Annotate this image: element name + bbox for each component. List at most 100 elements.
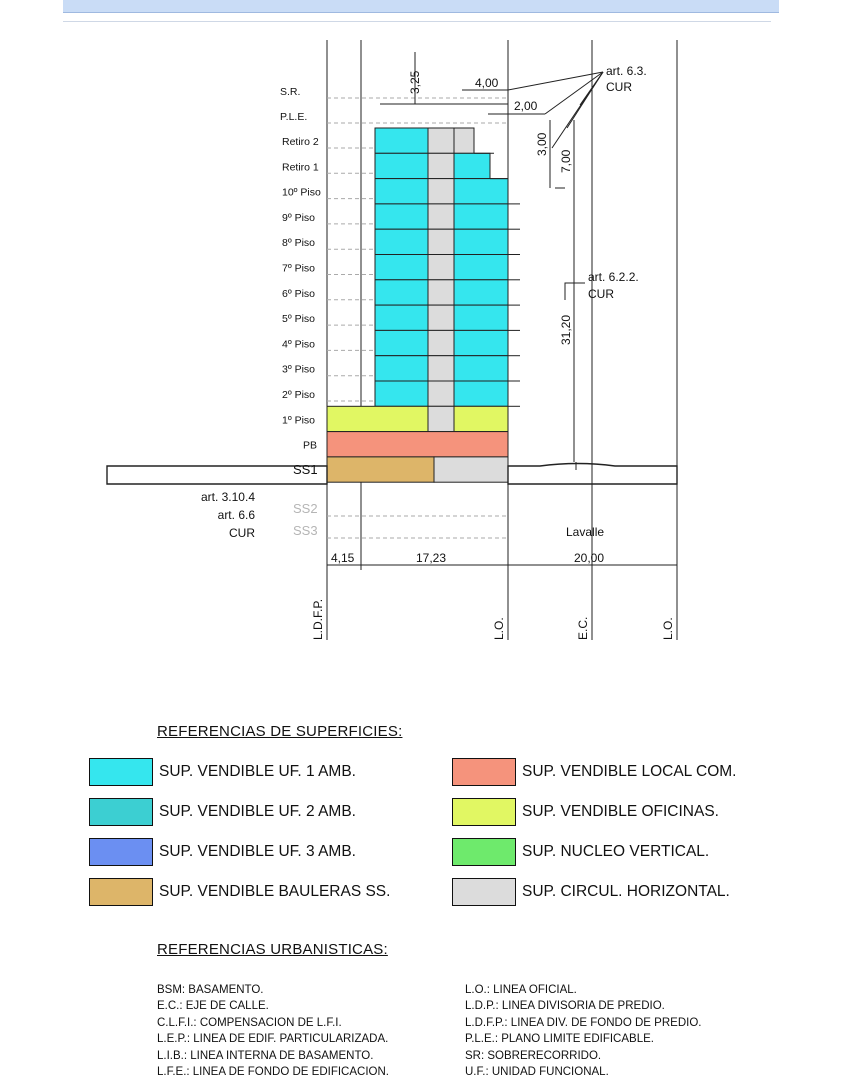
dim-3-25: 3,25 [408,70,422,94]
floor-block [427,405,455,433]
legend-title: REFERENCIAS DE SUPERFICIES: [157,723,403,740]
dim-7-00: 7,00 [559,149,573,173]
floor-block [427,228,455,255]
urban-ref-item: L.I.B.: LINEA INTERNA DE BASAMENTO. [157,1049,374,1062]
note-art-6-6: art. 6.6 [218,508,256,522]
line-label-lo-right: L.O. [661,617,675,640]
legend-label: SUP. VENDIBLE BAULERAS SS. [159,883,391,900]
legend-item-local-com: SUP. VENDIBLE LOCAL COM. [452,757,737,787]
legend-swatch [89,878,153,906]
line-label-lo-left: L.O. [492,617,506,640]
legend-label: SUP. VENDIBLE LOCAL COM. [522,763,737,780]
note-art-6-2-2-cur: CUR [588,287,614,301]
level-label: 7º Piso [282,263,315,275]
level-label: 10º Piso [282,187,321,199]
floor-block [453,178,509,205]
line-label-ldfp: L.D.F.P. [311,599,325,640]
legend-label: SUP. VENDIBLE UF. 3 AMB. [159,843,356,860]
legend-item-uf-1-amb: SUP. VENDIBLE UF. 1 AMB. [89,757,356,787]
legend-item-uf-3-amb: SUP. VENDIBLE UF. 3 AMB. [89,837,356,867]
legend-label: SUP. VENDIBLE UF. 2 AMB. [159,803,356,820]
level-label: SS1 [293,462,318,477]
note-art-3-10-4: art. 3.10.4 [201,490,255,504]
floor-block [326,431,509,458]
floor-block [374,152,429,180]
floor-block [453,405,509,433]
floor-block [453,329,509,357]
legend-swatch [89,798,153,826]
legend-label: SUP. NUCLEO VERTICAL. [522,843,710,860]
floor-block [453,304,509,331]
legend-swatch [452,838,516,866]
urban-ref-item: L.D.F.P.: LINEA DIV. DE FONDO DE PREDIO. [465,1016,702,1029]
legend-item-oficinas: SUP. VENDIBLE OFICINAS. [452,797,719,827]
level-label: 9º Piso [282,212,315,224]
floor-block [427,329,455,357]
floor-block [374,329,429,357]
floor-block [374,178,429,205]
urban-refs-title: REFERENCIAS URBANISTICAS: [157,941,388,958]
floor-block [374,380,429,407]
note-art-6-3: art. 6.3. [606,64,647,78]
urban-ref-item: L.E.P.: LINEA DE EDIF. PARTICULARIZADA. [157,1033,389,1046]
dim-20-00: 20,00 [574,551,604,565]
floor-block [427,380,455,407]
level-label: 6º Piso [282,288,315,300]
urban-refs-right: L.O.: LINEA OFICIAL. L.D.P.: LINEA DIVIS… [465,982,701,1080]
urban-ref-item: BSM: BASAMENTO. [157,984,264,996]
urban-ref-item: E.C.: EJE DE CALLE. [157,1000,269,1013]
ground-slab [106,462,678,485]
floor-block [427,178,455,205]
floor-block [427,203,455,230]
legend-swatch [452,798,516,826]
floor-block [326,405,429,433]
dim-4-00: 4,00 [475,76,499,90]
urban-ref-item: SR: SOBRERECORRIDO. [465,1049,602,1062]
legend-label: SUP. VENDIBLE UF. 1 AMB. [159,763,356,780]
floor-block [427,152,455,180]
level-label-faded: SS2 [293,501,318,516]
floor-block [427,355,455,382]
floor-block [374,127,429,154]
legend-swatch [452,878,516,906]
level-label: 3º Piso [282,364,315,376]
level-label-faded: SS3 [293,523,318,538]
floor-block [374,304,429,331]
note-art-6-3-cur: CUR [606,80,632,94]
floor-block [374,203,429,230]
level-label: P.L.E. [280,111,307,123]
street-name: Lavalle [566,525,604,539]
header-bar [63,0,779,13]
urban-ref-item: U.F.: UNIDAD FUNCIONAL. [465,1065,609,1078]
floor-block [453,254,509,281]
legend-item-uf-2-amb: SUP. VENDIBLE UF. 2 AMB. [89,797,356,827]
urban-ref-item: C.L.F.I.: COMPENSACION DE L.F.I. [157,1016,342,1029]
legend-swatch [89,838,153,866]
level-label: 5º Piso [282,313,315,325]
legend-swatch [452,758,516,786]
floor-block [374,279,429,306]
floor-block [374,228,429,255]
legend-item-bauleras: SUP. VENDIBLE BAULERAS SS. [89,877,390,907]
floor-block [427,279,455,306]
floor-block [453,380,509,407]
dim-31-20: 31,20 [559,315,573,345]
level-label: Retiro 1 [282,161,319,173]
floor-block [427,304,455,331]
dim-4-15: 4,15 [331,551,355,565]
legend-label: SUP. CIRCUL. HORIZONTAL. [522,883,730,900]
level-label: 1º Piso [282,414,315,426]
dim-2-00: 2,00 [514,99,538,113]
legend-label: SUP. VENDIBLE OFICINAS. [522,803,719,820]
floor-block [453,228,509,255]
floor-block [453,279,509,306]
legend-item-circul-horizontal: SUP. CIRCUL. HORIZONTAL. [452,877,730,907]
urban-refs-left: BSM: BASAMENTO. E.C.: EJE DE CALLE. C.L.… [157,982,389,1080]
floor-block [453,203,509,230]
floor-block [374,254,429,281]
note-art-6-2-2: art. 6.2.2. [588,270,639,284]
line-label-ec: E.C. [576,617,590,640]
floor-block [453,355,509,382]
urban-ref-item: L.O.: LINEA OFICIAL. [465,984,577,996]
